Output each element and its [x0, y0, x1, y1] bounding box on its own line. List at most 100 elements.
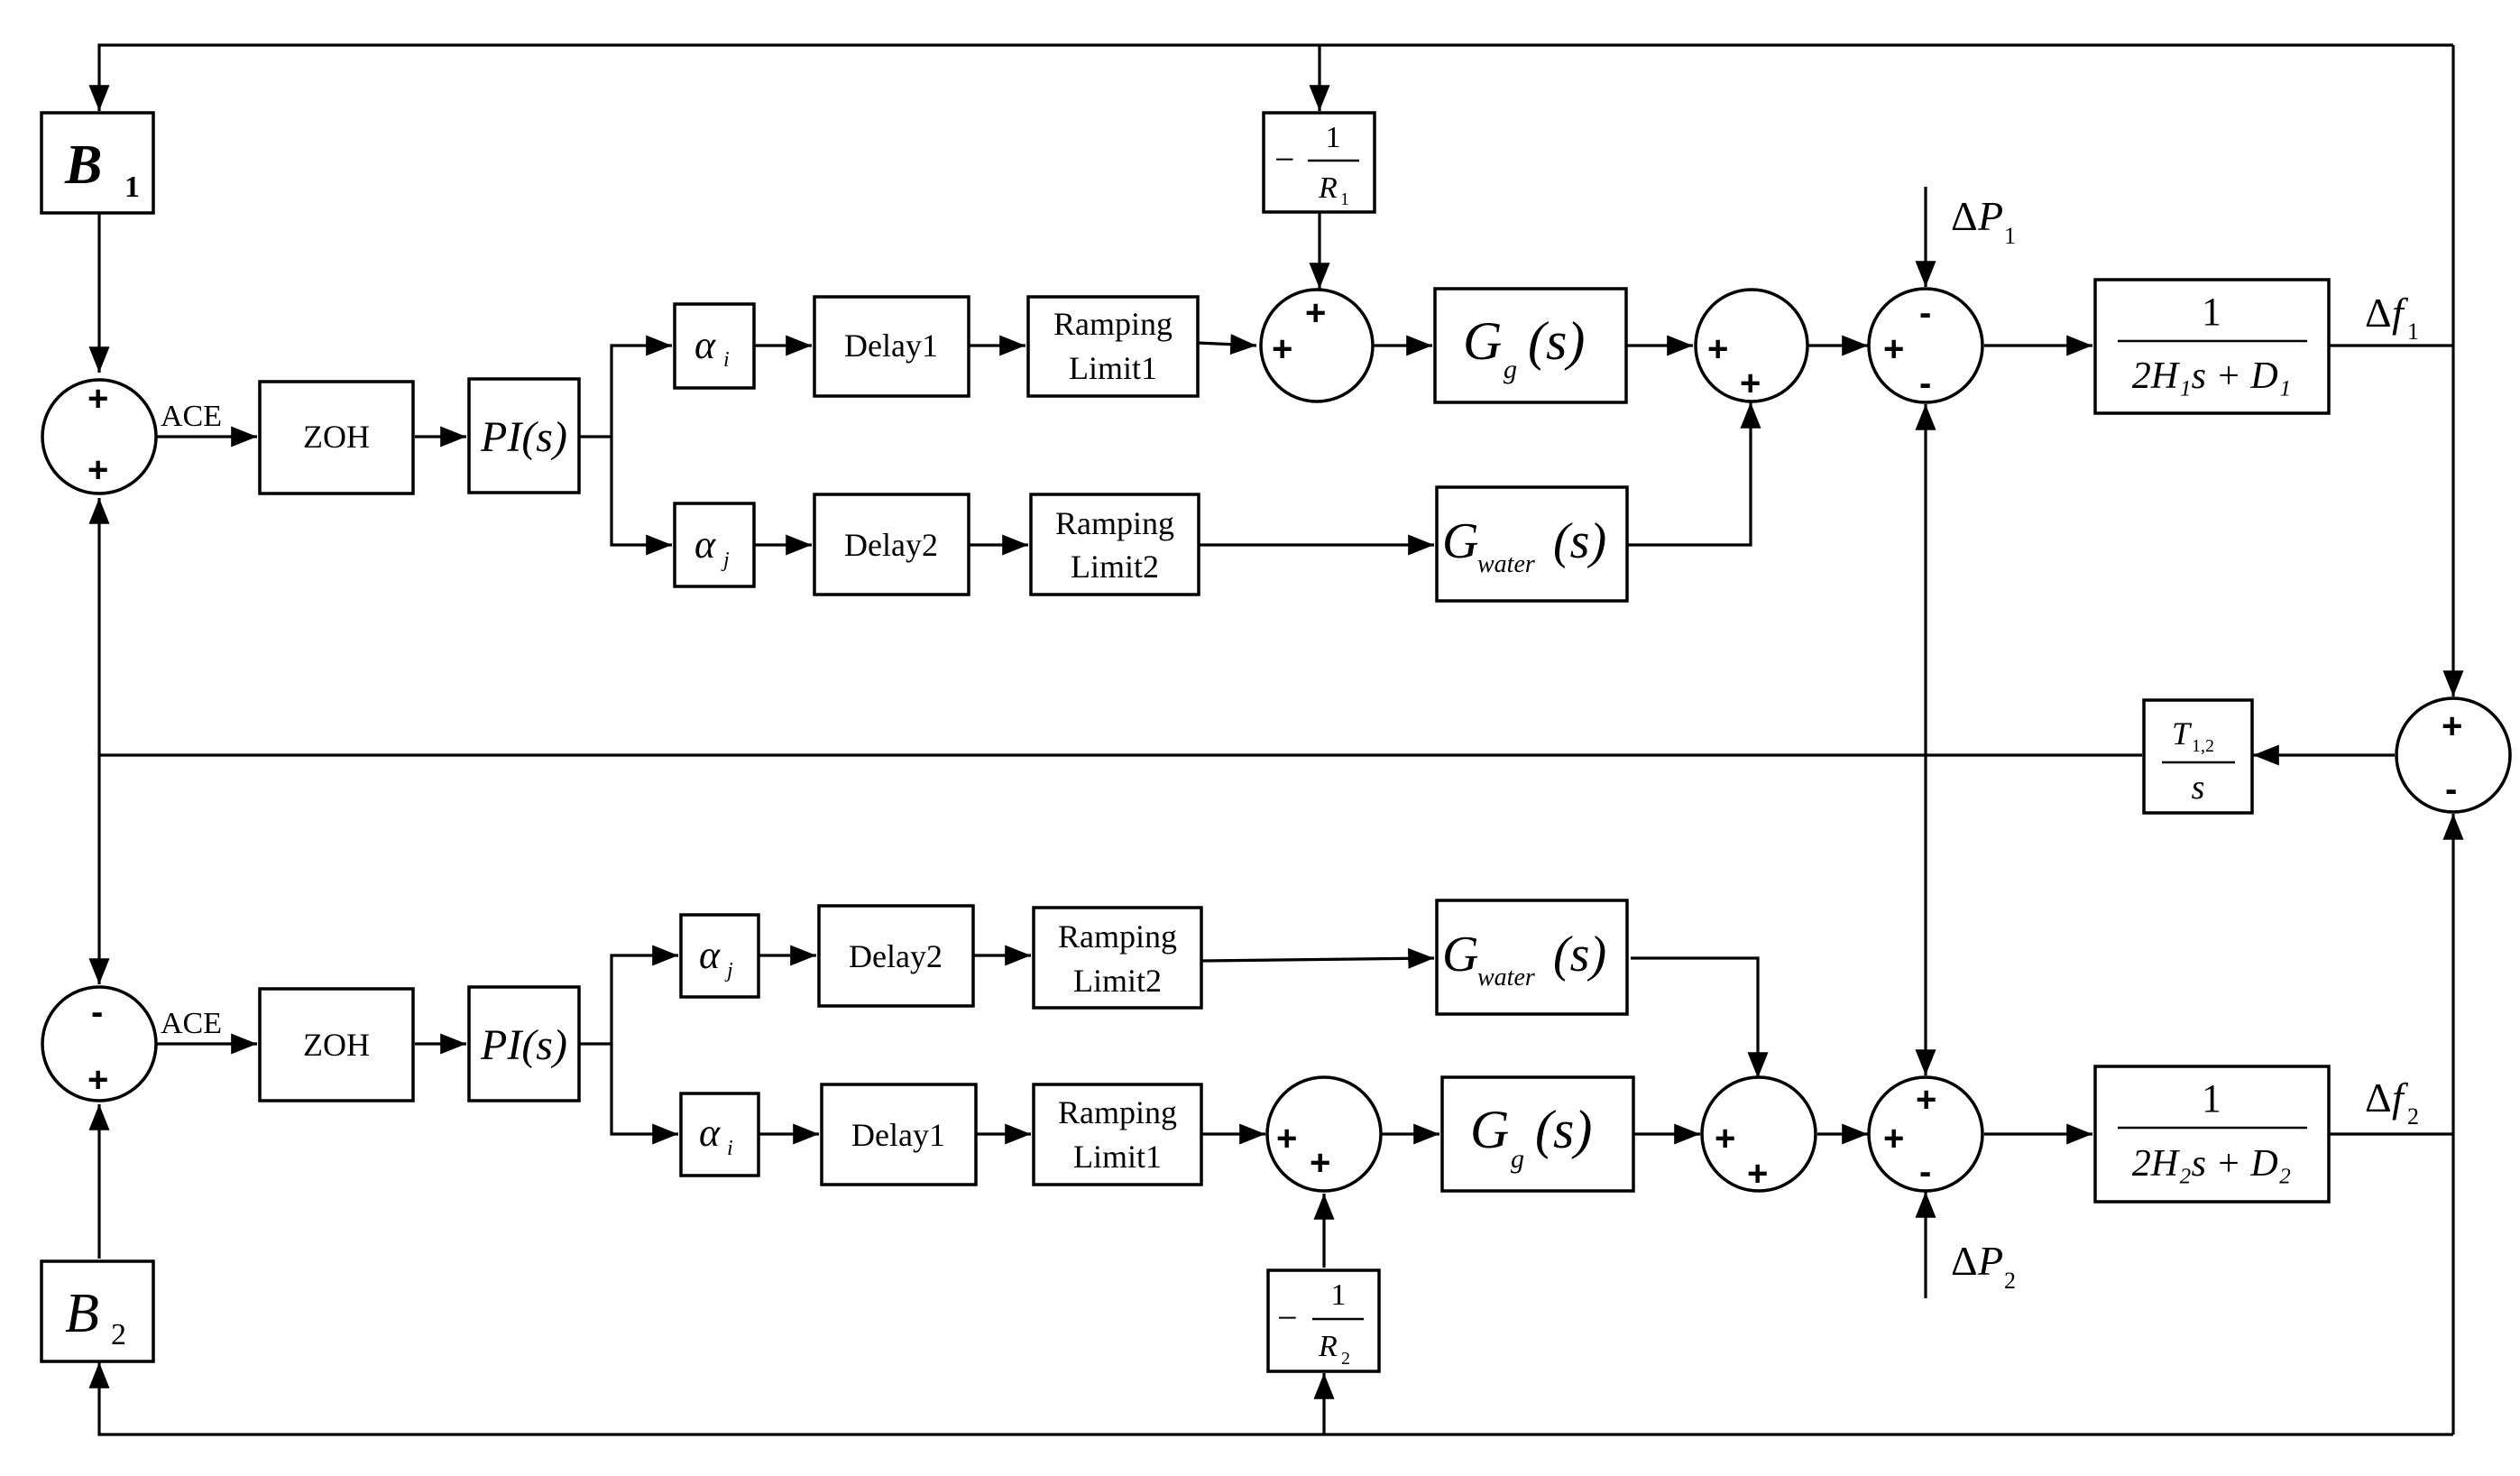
- ramp-label-line2: Limit1: [1073, 1139, 1162, 1175]
- pi-block-area1: PI(s): [467, 377, 581, 494]
- sign-bottom: -: [1919, 364, 1931, 403]
- sign-bottom: +: [87, 1060, 108, 1100]
- generation-summer-area2: + +: [1700, 1075, 1817, 1194]
- disturbance-name: P: [1977, 1238, 2003, 1284]
- alpha-block-top-area1: α i: [673, 302, 756, 390]
- droop-numerator: 1: [1326, 121, 1341, 154]
- plant-denominator: 2H₂s + D₂: [2132, 1143, 2292, 1185]
- pi-label: PI(s): [480, 413, 567, 461]
- bias-label: B: [65, 1283, 99, 1344]
- droop-sign: −: [1274, 139, 1295, 180]
- sign-top: +: [1916, 1080, 1936, 1120]
- droop-sign: −: [1277, 1297, 1298, 1338]
- ramping-limit-bottom-area1: Ramping Limit2: [1029, 493, 1200, 596]
- alpha-block-top-area2: α j: [679, 913, 760, 999]
- delay-block-bottom-area1: Delay2: [813, 493, 970, 596]
- bias-block-area1: B 1: [40, 111, 155, 215]
- delay-label: Delay2: [849, 938, 943, 974]
- bias-subscript: 2: [111, 1318, 126, 1351]
- tie-numerator: T: [2172, 715, 2193, 752]
- bias-subscript: 1: [124, 171, 140, 204]
- droop-block-area1: − 1 R 1: [1262, 111, 1376, 214]
- alpha-block-bottom-area2: α i: [679, 1092, 760, 1177]
- plant-numerator: 1: [2202, 290, 2221, 334]
- alpha-label: α: [699, 1111, 721, 1155]
- plant-denominator: 2H₁s + D₁: [2132, 355, 2292, 397]
- droop-numerator: 1: [1331, 1278, 1347, 1312]
- bias-label: B: [64, 134, 102, 196]
- tie-line: T 1,2 s + -: [2142, 696, 2512, 815]
- sign-top: +: [2442, 706, 2462, 746]
- load-summer-area1: + - -: [1867, 287, 1984, 404]
- zoh-label: ZOH: [303, 419, 370, 455]
- water-argument: (s): [1553, 513, 1606, 569]
- bias-summer-area1: + +: [41, 378, 158, 495]
- output-subscript: 1: [2407, 318, 2419, 345]
- load-summer-area2: + + -: [1867, 1075, 1984, 1193]
- ramp-label-line2: Limit2: [1071, 549, 1159, 585]
- ramping-limit-bottom-area2: Ramping Limit1: [1032, 1083, 1203, 1186]
- ace-label: ACE: [161, 1007, 222, 1040]
- gov-argument: (s): [1535, 1100, 1592, 1159]
- delta-symbol: Δ: [1951, 193, 1978, 239]
- water-turbine-block-area1: G water (s): [1435, 485, 1629, 603]
- sign-top: -: [1919, 293, 1931, 333]
- sign-bottom: +: [87, 450, 108, 490]
- bias-summer-area2: - +: [41, 985, 158, 1102]
- tie-line-summer: + -: [2395, 696, 2512, 814]
- alpha-label: α: [699, 933, 721, 977]
- pi-label: PI(s): [480, 1021, 567, 1069]
- sign-bottom: -: [1919, 1152, 1931, 1192]
- sign-left: +: [1883, 1119, 1904, 1158]
- alpha-label: α: [694, 522, 716, 567]
- sign-top: +: [1305, 293, 1326, 333]
- tie-subscript: 1,2: [2192, 736, 2214, 756]
- delay-label: Delay1: [851, 1117, 945, 1153]
- sign-left: +: [1883, 329, 1904, 369]
- gov-argument: (s): [1528, 311, 1585, 371]
- power-system-block-area2: 1 2H₂s + D₂: [2093, 1065, 2331, 1204]
- disturbance-name: P: [1977, 193, 2003, 239]
- ramp-label-line1: Ramping: [1058, 918, 1177, 955]
- zoh-block-area2: ZOH: [258, 987, 415, 1102]
- pi-block-area2: PI(s): [467, 985, 581, 1102]
- zoh-label: ZOH: [303, 1027, 370, 1063]
- frequency-deviation-label-area1: Δ f 1: [2365, 290, 2419, 345]
- generation-summer-area1: + +: [1694, 288, 1809, 403]
- ramp-label-line2: Limit2: [1073, 963, 1162, 999]
- alpha-subscript: i: [723, 348, 730, 372]
- water-subscript: water: [1477, 964, 1535, 992]
- ramp-label-line2: Limit1: [1069, 350, 1157, 386]
- alpha-block-bottom-area1: α j: [673, 502, 756, 588]
- delay-block-top-area2: Delay2: [817, 904, 975, 1008]
- delay-label: Delay1: [844, 327, 938, 364]
- area-1: B 1 + + ACE ZOH PI(s) α i α j: [40, 111, 2419, 603]
- droop-denominator: R: [1318, 171, 1338, 205]
- ramping-limit-top-area1: Ramping Limit1: [1026, 295, 1200, 398]
- governor-block-area1: G g (s): [1433, 287, 1628, 404]
- disturbance-subscript: 2: [2004, 1268, 2016, 1294]
- ace-label: ACE: [161, 400, 222, 433]
- sign-top: -: [91, 992, 103, 1032]
- sign-top: +: [87, 379, 108, 419]
- gov-name: G: [1463, 311, 1502, 371]
- load-disturbance-label-area2: Δ P 2: [1951, 1238, 2016, 1294]
- droop-subscript: 1: [1340, 189, 1349, 209]
- delta-symbol: Δ: [2365, 290, 2392, 336]
- governor-block-area2: G g (s): [1440, 1075, 1635, 1193]
- ramp-label-line1: Ramping: [1058, 1094, 1177, 1130]
- delta-symbol: Δ: [2365, 1075, 2392, 1121]
- alpha-subscript: j: [724, 959, 733, 982]
- sign-bottom: -: [2445, 770, 2457, 809]
- water-subscript: water: [1477, 550, 1535, 578]
- disturbance-subscript: 1: [2004, 223, 2016, 249]
- zoh-block-area1: ZOH: [258, 380, 415, 495]
- sign-left: +: [1715, 1119, 1735, 1158]
- water-argument: (s): [1553, 927, 1606, 982]
- gov-subscript: g: [1511, 1144, 1524, 1174]
- droop-subscript: 2: [1341, 1349, 1350, 1369]
- delay-block-top-area1: Delay1: [813, 295, 970, 398]
- frequency-deviation-label-area2: Δ f 2: [2365, 1075, 2419, 1130]
- delay-block-bottom-area2: Delay1: [820, 1083, 978, 1186]
